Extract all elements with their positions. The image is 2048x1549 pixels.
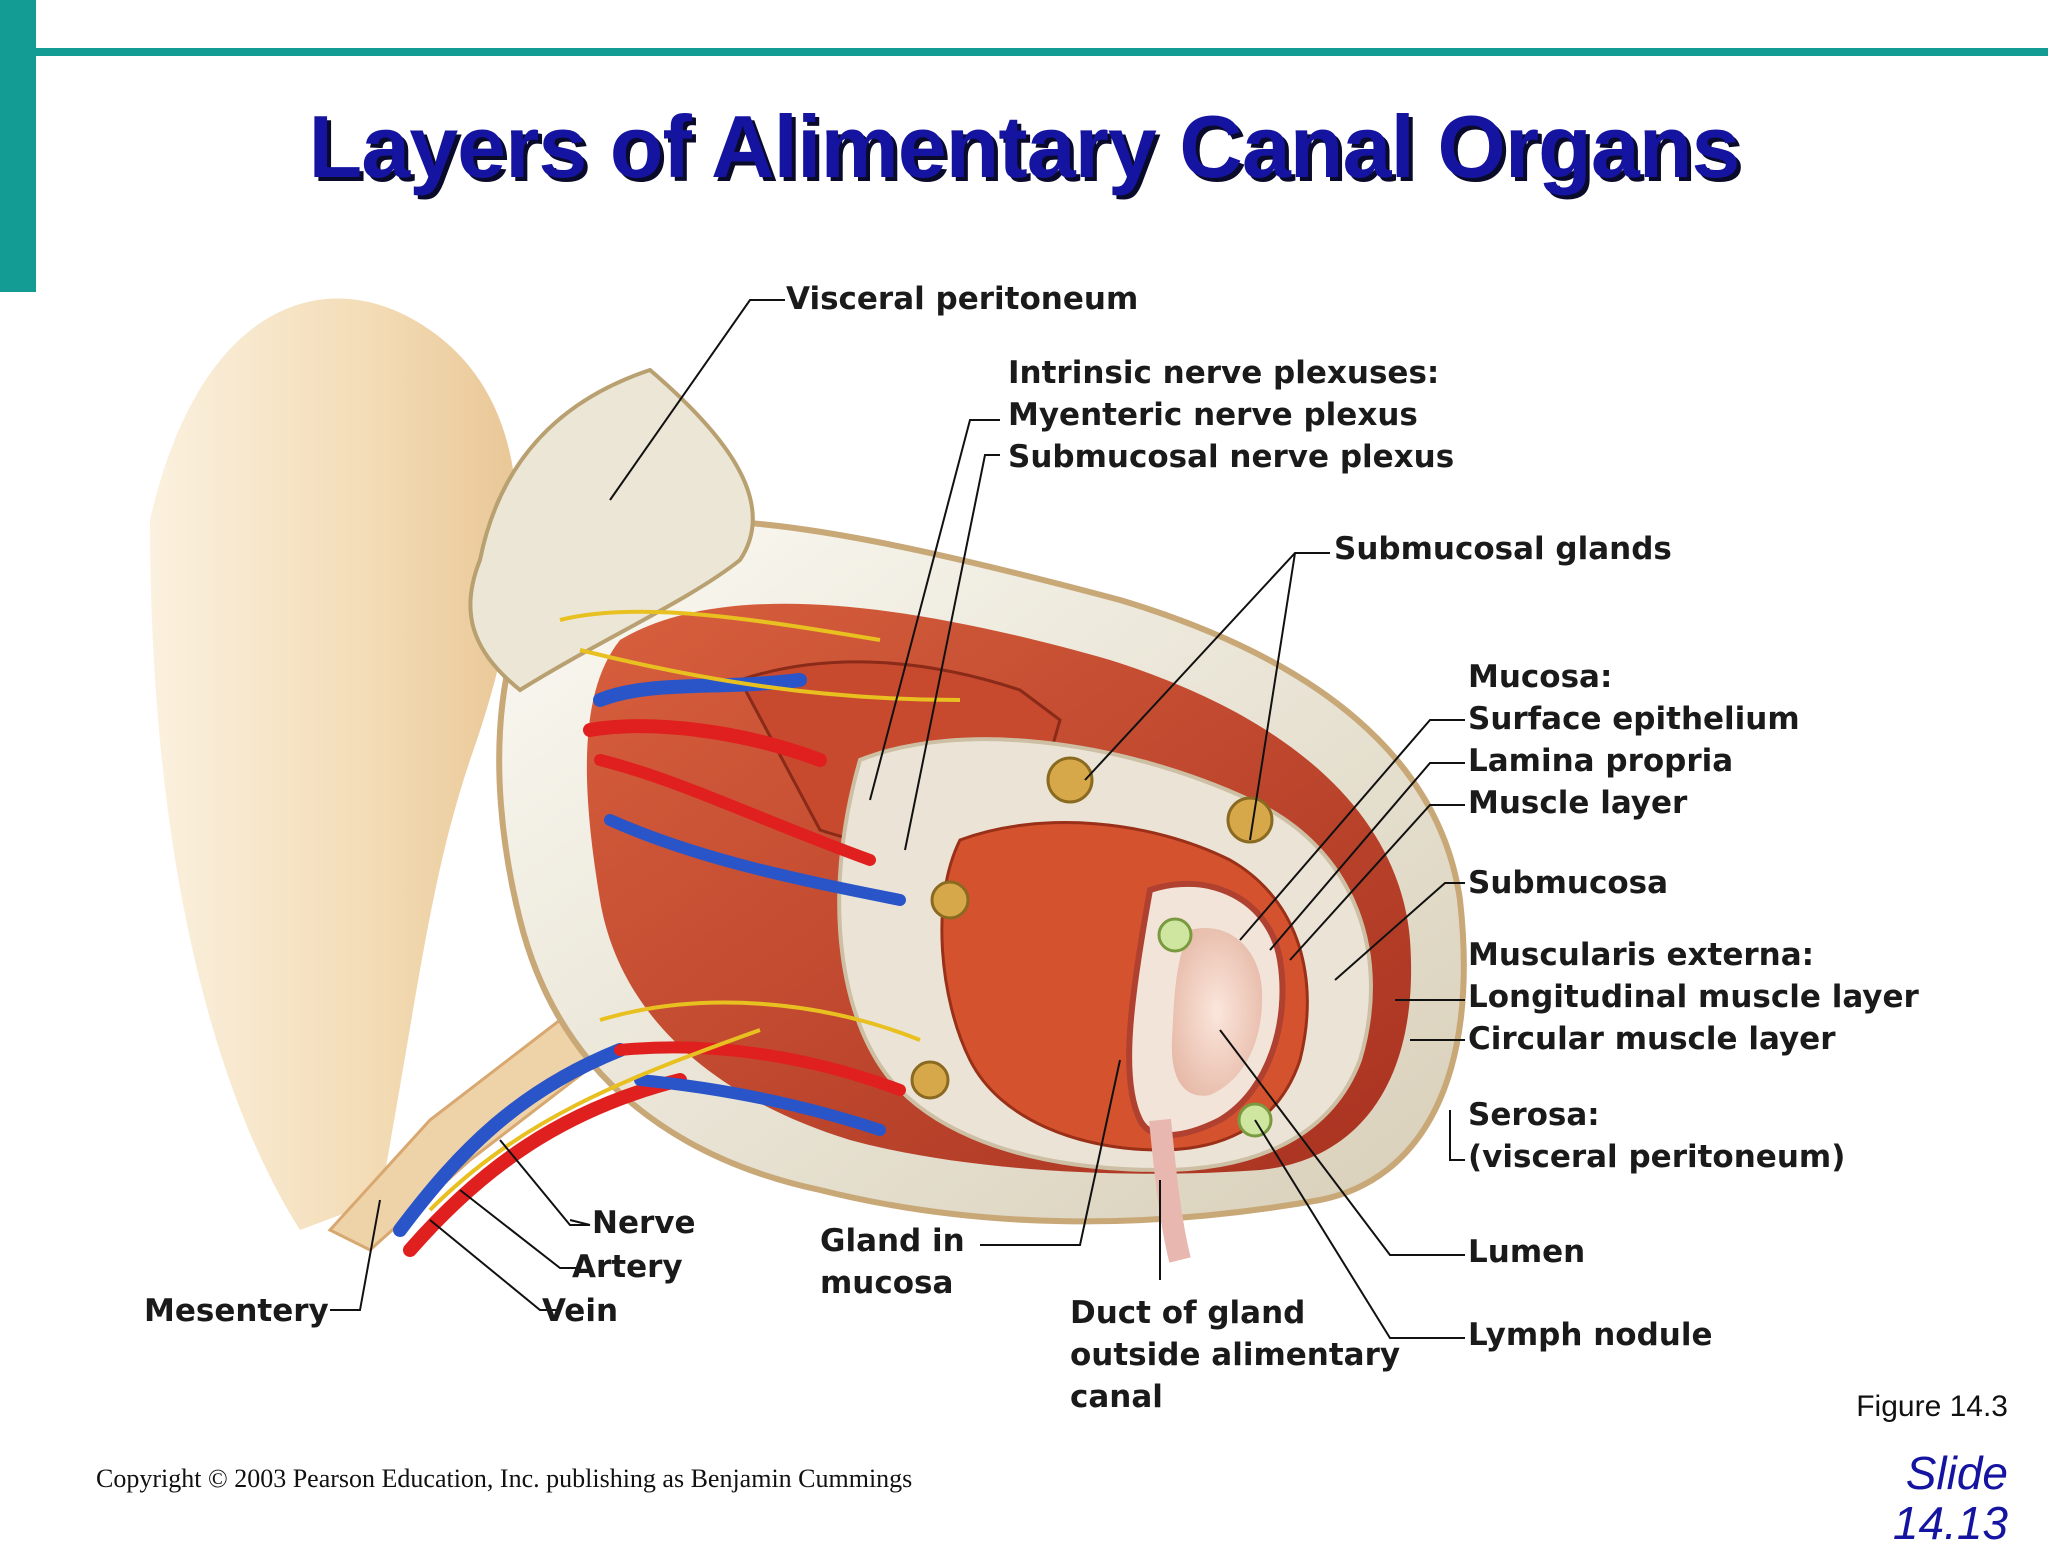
label-myenteric: Myenteric nerve plexus — [1008, 397, 1418, 433]
label-mesentery: Mesentery — [144, 1293, 329, 1329]
lumen — [1171, 928, 1263, 1096]
label-submucosa: Submucosa — [1468, 865, 1669, 901]
label-nerve: Nerve — [592, 1205, 696, 1241]
label-muscularis-header: Muscularis externa: — [1468, 937, 1815, 973]
submucosal-glands — [910, 756, 1274, 1100]
label-circular: Circular muscle layer — [1468, 1021, 1836, 1057]
label-vein: Vein — [542, 1293, 619, 1329]
label-serosa-header: Serosa: — [1468, 1097, 1600, 1133]
blood-vessels — [393, 673, 906, 1257]
label-submucosal-glands: Submucosal glands — [1334, 531, 1672, 567]
peritoneum-flap — [468, 367, 755, 693]
slide-number: Slide 14.13 — [1893, 1448, 2008, 1548]
leader-lines — [330, 299, 1465, 1339]
label-artery: Artery — [572, 1249, 683, 1285]
duct-of-gland — [1149, 1118, 1191, 1263]
accent-bar — [0, 0, 36, 292]
label-muscle-layer: Muscle layer — [1468, 785, 1688, 821]
copyright-notice: Copyright © 2003 Pearson Education, Inc.… — [96, 1464, 913, 1493]
label-visceral-peritoneum: Visceral peritoneum — [786, 281, 1139, 317]
label-duct-3: canal — [1070, 1379, 1163, 1415]
figure-caption: Figure 14.3 — [1856, 1390, 2008, 1423]
label-lamina-propria: Lamina propria — [1468, 743, 1734, 779]
slide-number-line-2: 14.13 — [1892, 1497, 2008, 1549]
label-mucosa-header: Mucosa: — [1468, 659, 1613, 695]
label-lymph-nodule: Lymph nodule — [1468, 1317, 1713, 1353]
label-submucosal-plexus: Submucosal nerve plexus — [1008, 439, 1455, 475]
label-lumen: Lumen — [1468, 1234, 1586, 1270]
label-longitudinal: Longitudinal muscle layer — [1468, 979, 1919, 1015]
label-duct-2: outside alimentary — [1070, 1337, 1401, 1373]
slide-number-line-1: Slide — [1905, 1447, 2008, 1499]
label-gland-2: mucosa — [820, 1265, 954, 1301]
label-gland-1: Gland in — [820, 1223, 965, 1259]
label-serosa-sub: (visceral peritoneum) — [1468, 1139, 1846, 1175]
slide-title: Layers of Alimentary Canal Organs — [308, 97, 1741, 196]
nerve-fibers — [428, 609, 961, 1212]
label-duct-1: Duct of gland — [1070, 1295, 1306, 1331]
label-intrinsic-header: Intrinsic nerve plexuses: — [1008, 355, 1440, 391]
top-rule — [36, 48, 2048, 56]
mesentery-sheet — [150, 298, 518, 1230]
label-surface-epithelium: Surface epithelium — [1468, 701, 1800, 737]
